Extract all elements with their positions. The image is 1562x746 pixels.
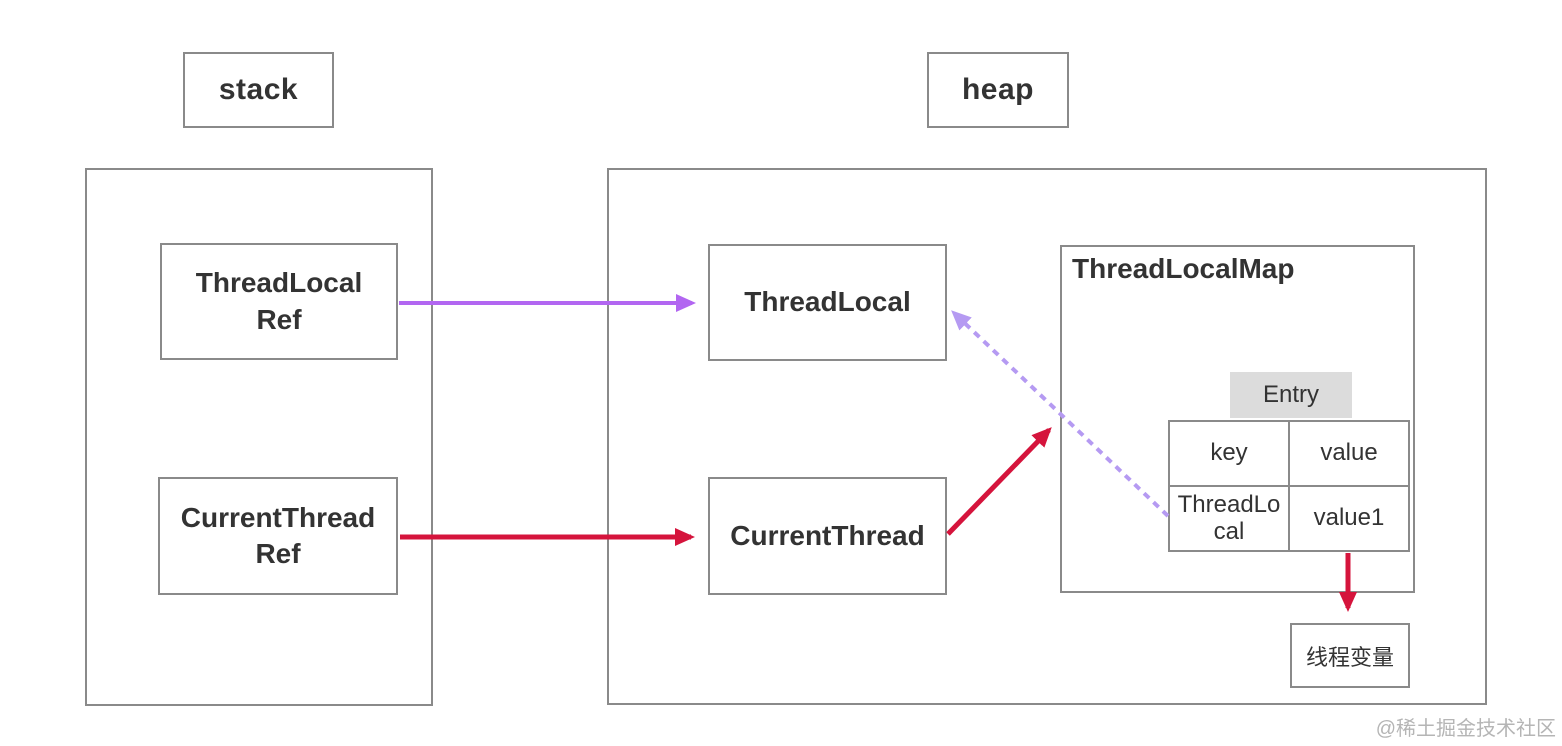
stack-container <box>85 168 433 706</box>
currentthread-ref-line2: Ref <box>255 538 301 569</box>
currentthread-box: CurrentThread <box>708 477 947 595</box>
stack-region-label-text: stack <box>218 73 299 106</box>
threadlocal-ref-line1: ThreadLocal <box>195 267 363 299</box>
entry-table-header-key: key <box>1170 422 1288 485</box>
watermark: @稀土掘金技术社区 <box>1375 718 1556 740</box>
threadlocal-box-text: ThreadLocal <box>744 286 911 318</box>
entry-label-text: Entry <box>1262 381 1319 408</box>
currentthread-ref-box: CurrentThread Ref <box>158 477 398 595</box>
heap-region-label: heap <box>927 52 1069 128</box>
currentthread-box-text: CurrentThread <box>730 519 925 551</box>
thread-variable-text: 线程变量 <box>1305 644 1394 670</box>
threadlocal-ref-box: ThreadLocal Ref <box>160 243 398 360</box>
thread-variable-box: 线程变量 <box>1290 623 1410 688</box>
stack-region-label: stack <box>183 52 334 128</box>
heap-container <box>607 168 1487 705</box>
entry-table: key value ThreadLocal value1 <box>1168 420 1410 552</box>
entry-table-header-value: value <box>1290 422 1408 485</box>
threadlocal-ref-line2: Ref <box>256 303 302 335</box>
entry-table-cell-key: ThreadLocal <box>1170 487 1288 550</box>
threadlocal-box: ThreadLocal <box>708 244 947 361</box>
currentthread-ref-line1: CurrentThread <box>180 501 376 533</box>
heap-region-label-text: heap <box>961 73 1035 106</box>
threadlocalmap-title: ThreadLocalMap <box>1072 253 1295 284</box>
entry-label: Entry <box>1230 372 1352 418</box>
entry-table-cell-value: value1 <box>1290 487 1408 550</box>
